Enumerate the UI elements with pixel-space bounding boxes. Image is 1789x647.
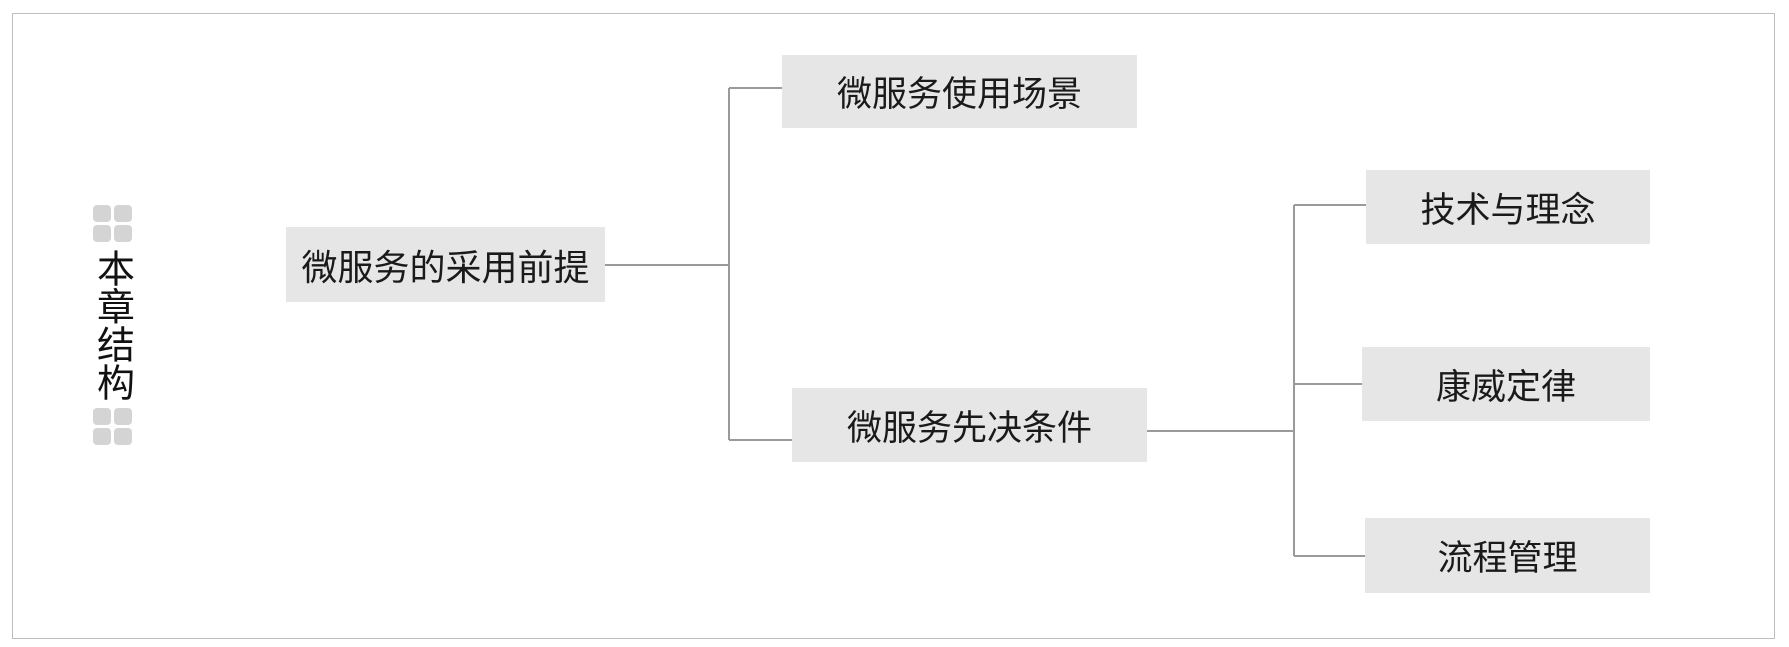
node-usage-scenarios: 微服务使用场景 — [782, 55, 1137, 128]
node-process-management: 流程管理 — [1365, 518, 1650, 593]
node-technology-philosophy: 技术与理念 — [1366, 170, 1650, 244]
root-node: 微服务的采用前提 — [286, 227, 605, 302]
node-conways-law: 康威定律 — [1362, 347, 1650, 421]
side-title: 本章结构 — [90, 249, 135, 401]
chapter-structure-label: 本章结构 — [90, 205, 135, 449]
grid-decoration-icon — [92, 408, 132, 445]
node-prerequisites: 微服务先决条件 — [792, 388, 1147, 462]
diagram-frame — [12, 13, 1775, 639]
grid-decoration-icon — [92, 205, 132, 242]
